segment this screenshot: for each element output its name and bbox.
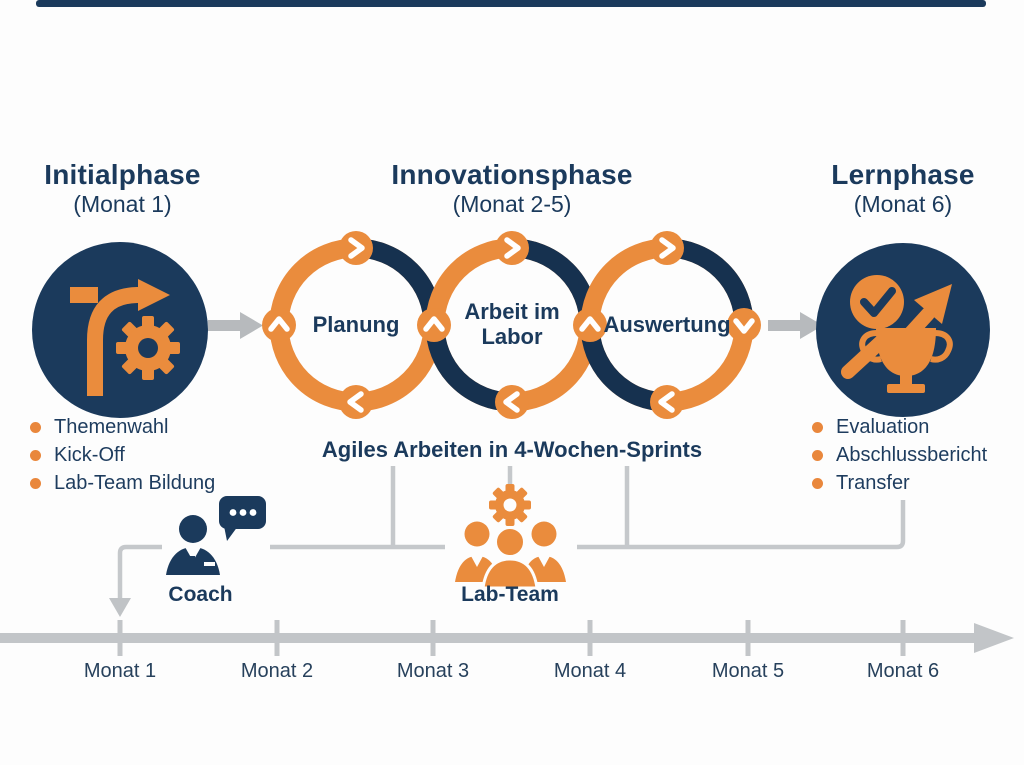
labteam-label: Lab-Team [461, 583, 559, 606]
phase-subtitle: (Monat 6) [853, 191, 953, 217]
timeline-tick [274, 620, 280, 656]
chevron-left-icon [339, 385, 373, 419]
chevron-up-icon [573, 308, 607, 342]
coach-person-icon [166, 496, 266, 575]
top-border-bar [36, 0, 986, 7]
cycle-label-labor: Arbeit im Labor [464, 299, 560, 349]
bullet-dot-icon [30, 449, 41, 461]
timeline-tick [117, 620, 123, 656]
initial-phase-badge [32, 242, 208, 418]
phase-header-innovation: Innovationsphase (Monat 2-5) [362, 160, 662, 218]
timeline-month-2: Monat 2 [240, 660, 314, 682]
timeline-tick [587, 620, 593, 656]
trophy-icon [859, 328, 953, 393]
chevron-left-icon [495, 385, 529, 419]
timeline-month-5: Monat 5 [711, 660, 785, 682]
bullet-label: Lab-Team Bildung [54, 472, 216, 494]
timeline-arrow-icon [974, 623, 1014, 653]
gear-icon [489, 484, 531, 526]
check-circle-icon [850, 275, 904, 329]
initial-bullet-list: Themenwahl Kick-Off Lab-Team Bildung [30, 413, 215, 497]
bullet-dot-icon [812, 449, 823, 461]
list-item: Kick-Off [30, 441, 215, 469]
list-item: Themenwahl [30, 413, 215, 441]
timeline-month-4: Monat 4 [553, 660, 627, 682]
phase-header-lern: Lernphase (Monat 6) [773, 160, 1024, 218]
timeline-axis [0, 620, 1014, 656]
list-item: Evaluation [812, 413, 987, 441]
lern-bullet-list: Evaluation Abschlussbericht Transfer [812, 413, 987, 497]
timeline-tick [900, 620, 906, 656]
list-item: Transfer [812, 469, 987, 497]
down-arrow-icon [109, 598, 131, 617]
cycle-label-planung: Planung [312, 312, 400, 337]
bullet-dot-icon [30, 421, 41, 433]
chevron-right-icon [495, 231, 529, 265]
timeline-month-6: Monat 6 [866, 660, 940, 682]
coach-label: Coach [168, 583, 233, 606]
list-item: Lab-Team Bildung [30, 469, 215, 497]
chevron-right-icon [339, 231, 373, 265]
flow-arrow-icon [768, 312, 823, 339]
phase-subtitle: (Monat 1) [73, 191, 172, 217]
flow-arrow-icon [208, 312, 263, 339]
lern-phase-badge [816, 243, 990, 417]
chevron-right-icon [650, 231, 684, 265]
cycle-label-auswertung: Auswertung [603, 312, 731, 337]
phase-title: Initialphase [44, 159, 201, 190]
phase-title: Innovationsphase [391, 159, 633, 190]
bullet-label: Abschlussbericht [836, 444, 988, 466]
chevron-left-icon [650, 385, 684, 419]
agile-caption: Agiles Arbeiten in 4-Wochen-Sprints [321, 437, 703, 462]
list-item: Abschlussbericht [812, 441, 987, 469]
chevron-down-icon [727, 308, 761, 342]
chevron-up-icon [417, 308, 451, 342]
bullet-label: Evaluation [836, 416, 930, 438]
timeline-tick [745, 620, 751, 656]
cycle-nodes [262, 231, 761, 419]
bullet-dot-icon [30, 477, 41, 489]
bullet-label: Transfer [836, 472, 910, 494]
phase-subtitle: (Monat 2-5) [452, 191, 572, 217]
timeline-month-3: Monat 3 [396, 660, 470, 682]
chevron-up-icon [262, 308, 296, 342]
bullet-label: Themenwahl [54, 416, 169, 438]
bullet-label: Kick-Off [54, 444, 125, 466]
timeline-tick [430, 620, 436, 656]
bullet-dot-icon [812, 421, 823, 433]
phase-header-initial: Initialphase (Monat 1) [0, 160, 255, 218]
phase-title: Lernphase [831, 159, 975, 190]
timeline-month-1: Monat 1 [83, 660, 157, 682]
speech-bubble-icon [219, 496, 266, 541]
team-group-icon [455, 484, 566, 590]
gear-icon [116, 316, 180, 380]
process-arrow-icon [70, 279, 170, 396]
bullet-dot-icon [812, 477, 823, 489]
